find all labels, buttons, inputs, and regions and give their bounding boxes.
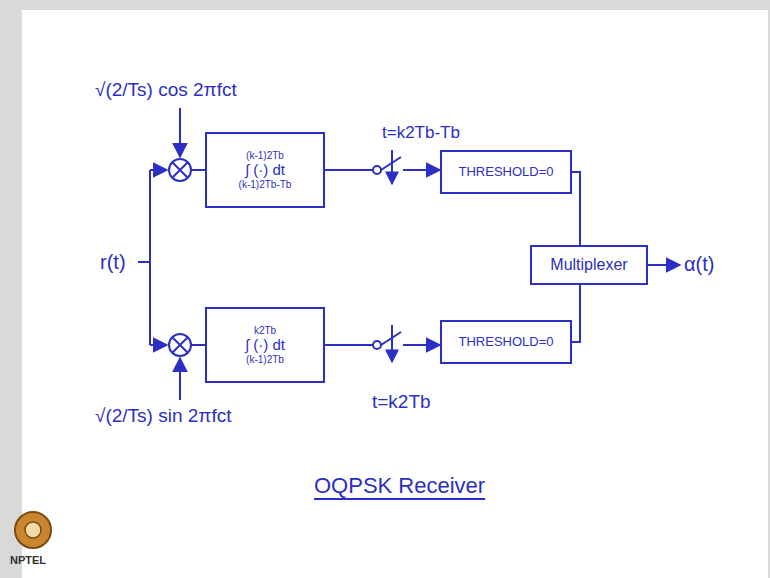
integration-limit: (k-1)2Tb-Tb: [239, 179, 292, 191]
box-text: THRESHOLD=0: [459, 165, 554, 180]
logo-text: NPTEL: [10, 554, 46, 566]
multiplier-symbol: [172, 337, 188, 353]
integrator-box: (k-1)2Tb∫ (·) dt(k-1)2Tb-Tb: [205, 132, 325, 208]
mixer-input: [150, 169, 167, 171]
integration-limit: (k-1)2Tb: [246, 150, 284, 162]
mixer-output: [191, 344, 205, 346]
multiplier-symbol: [169, 334, 191, 356]
nptel-logo: [15, 512, 51, 548]
multiplier-symbol: [169, 159, 191, 181]
carrier-arrow: [179, 358, 181, 400]
sampling-time: t=k2Tb: [372, 392, 431, 413]
integral-expression: ∫ (·) dt: [245, 336, 285, 353]
mixer-input: [150, 344, 167, 346]
process-box: Multiplexer: [530, 245, 648, 285]
integration-limit: (k-1)2Tb: [246, 354, 284, 366]
sampler-switch: [373, 325, 403, 362]
signal-name: r(t): [100, 251, 126, 273]
signal-name: α(t): [684, 253, 714, 275]
process-box: THRESHOLD=0: [440, 150, 572, 194]
carrier-label: √(2/Ts) cos 2πfct: [95, 80, 237, 101]
input-wire: [138, 261, 150, 263]
signal-connector: [572, 285, 580, 342]
diagram-caption: OQPSK Receiver: [314, 474, 485, 498]
integration-limit: k2Tb: [254, 325, 276, 337]
branch-wire: [149, 170, 151, 345]
sampling-time: t=k2Tb-Tb: [382, 124, 460, 143]
mixer-output: [191, 169, 205, 171]
box-text: THRESHOLD=0: [459, 335, 554, 350]
box-text: Multiplexer: [550, 256, 627, 274]
integral-expression: ∫ (·) dt: [245, 161, 285, 178]
signal-connector: [572, 172, 580, 245]
multiplier-symbol: [172, 162, 188, 178]
carrier-arrow: [179, 108, 181, 157]
process-box: THRESHOLD=0: [440, 320, 572, 364]
integrator-box: k2Tb∫ (·) dt(k-1)2Tb: [205, 307, 325, 383]
sampler-switch: [373, 150, 403, 184]
output-arrow: [648, 264, 680, 266]
carrier-label: √(2/Ts) sin 2πfct: [95, 406, 232, 427]
